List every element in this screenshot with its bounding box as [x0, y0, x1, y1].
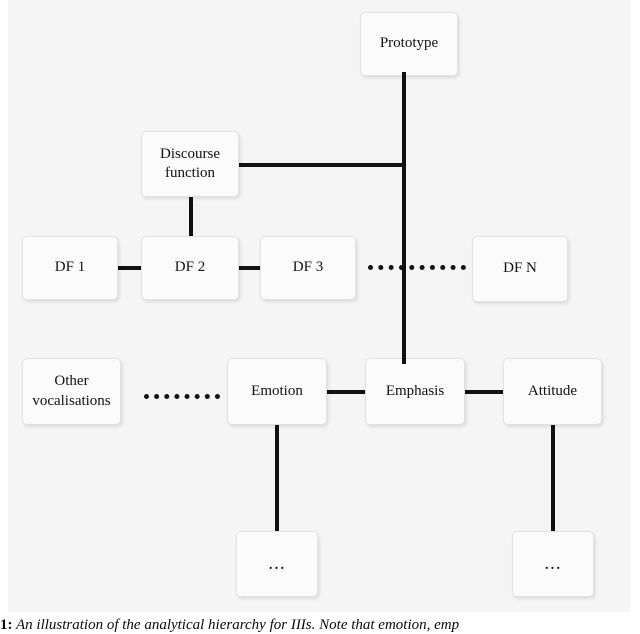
node-attitude-label: Attitude [527, 382, 578, 399]
node-df-3-label: DF 3 [292, 259, 324, 276]
node-attitude-children-label: ... [544, 552, 562, 574]
figure-canvas: Prototype Discourse function DF 1 DF 2 D… [8, 0, 630, 612]
figure-caption: 1: An illustration of the analytical hie… [0, 617, 640, 634]
edge-prototype-to-emphasis [402, 72, 406, 364]
node-attitude[interactable]: Attitude [503, 358, 602, 425]
node-df-2[interactable]: DF 2 [141, 236, 239, 300]
edge-discourse-to-trunk [234, 163, 406, 167]
node-emotion-children[interactable]: ... [236, 531, 318, 597]
node-df-3[interactable]: DF 3 [260, 236, 356, 300]
edge-df3-to-dfn-dotted [368, 265, 466, 270]
node-emotion[interactable]: Emotion [227, 358, 327, 425]
node-prototype[interactable]: Prototype [360, 12, 458, 76]
node-discourse-function[interactable]: Discourse function [141, 131, 239, 197]
edge-othervocalisations-to-emotion-dotted [144, 394, 220, 399]
edge-df1-to-df2 [118, 266, 152, 270]
node-emphasis[interactable]: Emphasis [365, 358, 465, 425]
figure-caption-number: 1: [0, 617, 13, 633]
node-df-1-label: DF 1 [54, 259, 86, 276]
node-df-1[interactable]: DF 1 [22, 236, 118, 300]
node-emotion-children-label: ... [268, 552, 286, 574]
edge-emotion-to-emphasis [327, 390, 373, 394]
edge-attitude-to-children [551, 423, 555, 533]
node-attitude-children[interactable]: ... [512, 531, 594, 597]
node-df-2-label: DF 2 [174, 259, 206, 276]
node-df-n-label: DF N [503, 260, 537, 277]
node-emphasis-label: Emphasis [385, 382, 445, 399]
edge-emotion-to-children [275, 423, 279, 533]
edge-emphasis-to-attitude [465, 390, 511, 394]
edge-df2-to-df3 [227, 266, 261, 270]
figure-caption-text: An illustration of the analytical hierar… [15, 617, 460, 633]
node-other-vocalisations-label: Other vocalisations [32, 373, 111, 409]
node-other-vocalisations[interactable]: Other vocalisations [22, 358, 121, 425]
node-df-n[interactable]: DF N [472, 236, 568, 302]
node-discourse-function-label: Discourse function [160, 145, 220, 182]
node-emotion-label: Emotion [251, 382, 303, 399]
node-prototype-label: Prototype [379, 35, 439, 52]
edge-discourse-to-df2 [189, 196, 193, 238]
